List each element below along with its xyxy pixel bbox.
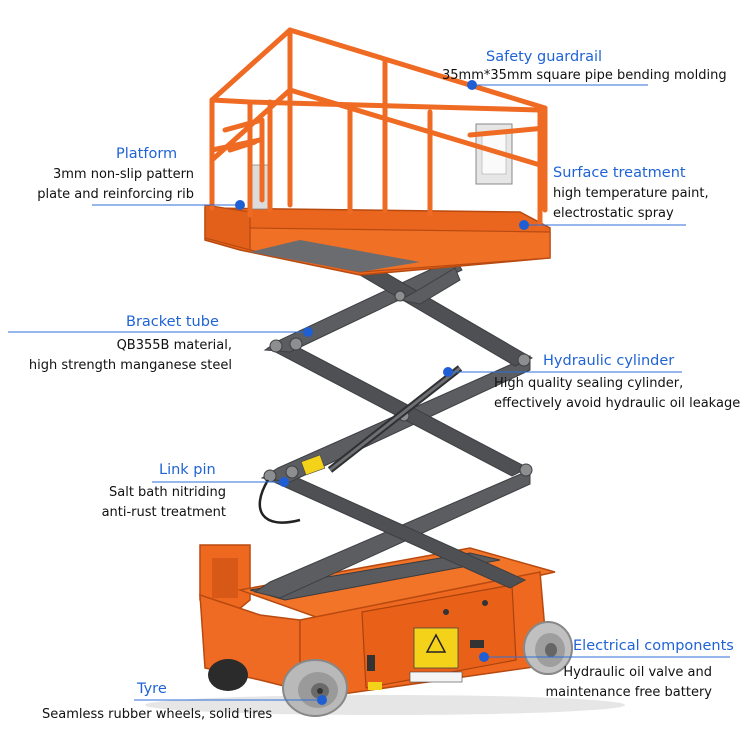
callout-title: Surface treatment — [553, 165, 686, 181]
callout-desc: Hydraulic oil valve and — [563, 665, 712, 680]
callout-safety-guardrail: Safety guardrail — [486, 48, 602, 66]
callout-title: Platform — [116, 146, 178, 162]
callout-desc: electrostatic spray — [553, 206, 674, 221]
callout-desc: maintenance free battery — [545, 685, 712, 700]
callout-desc: high temperature paint, — [553, 186, 709, 201]
callout-desc: effectively avoid hydraulic oil leakage — [494, 396, 741, 411]
leader-lines — [8, 84, 730, 701]
callout-bracket-tube: Bracket tube — [126, 313, 219, 331]
callout-desc: plate and reinforcing rib — [37, 187, 194, 202]
platform — [204, 123, 551, 276]
callout-bracket-tube-desc: QB355B material, high strength manganese… — [10, 336, 232, 376]
callout-desc: 3mm non-slip pattern — [52, 167, 194, 182]
callout-title: Safety guardrail — [486, 49, 603, 65]
callout-tyre: Tyre — [137, 680, 167, 698]
callout-desc: QB355B material, — [116, 338, 232, 353]
callout-surface-treatment: Surface treatment high temperature paint… — [553, 164, 709, 224]
scissor-arms — [253, 221, 534, 599]
callout-title: Electrical components — [573, 638, 734, 654]
callout-dots — [235, 80, 529, 705]
callout-desc: High quality sealing cylinder, — [494, 376, 684, 391]
callout-desc: high strength manganese steel — [28, 358, 232, 373]
callout-hydraulic-cylinder-desc: High quality sealing cylinder, effective… — [494, 374, 740, 414]
base-chassis — [199, 544, 556, 701]
callout-desc: anti-rust treatment — [101, 505, 226, 520]
callout-link-pin: Link pin — [159, 461, 216, 479]
safety-guardrail — [209, 27, 548, 228]
callout-link-pin-desc: Salt bath nitriding anti-rust treatment — [60, 483, 226, 523]
callout-title: Bracket tube — [126, 314, 219, 330]
callout-title: Link pin — [159, 462, 216, 478]
callout-desc: Salt bath nitriding — [108, 485, 226, 500]
callout-title: Tyre — [137, 681, 167, 697]
callout-electrical-components-desc: Hydraulic oil valve and maintenance free… — [520, 663, 712, 703]
callout-safety-guardrail-desc: 35mm*35mm square pipe bending molding — [442, 66, 727, 86]
callout-desc: Seamless rubber wheels, solid tires — [42, 707, 273, 722]
callout-electrical-components: Electrical components — [573, 637, 734, 655]
callout-title: Hydraulic cylinder — [543, 353, 675, 369]
wheels — [208, 621, 573, 717]
callout-tyre-desc: Seamless rubber wheels, solid tires — [42, 705, 272, 725]
callout-desc: 35mm*35mm square pipe bending molding — [442, 68, 727, 83]
callout-platform: Platform 3mm non-slip pattern plate and … — [20, 145, 194, 205]
callout-hydraulic-cylinder: Hydraulic cylinder — [543, 352, 674, 370]
